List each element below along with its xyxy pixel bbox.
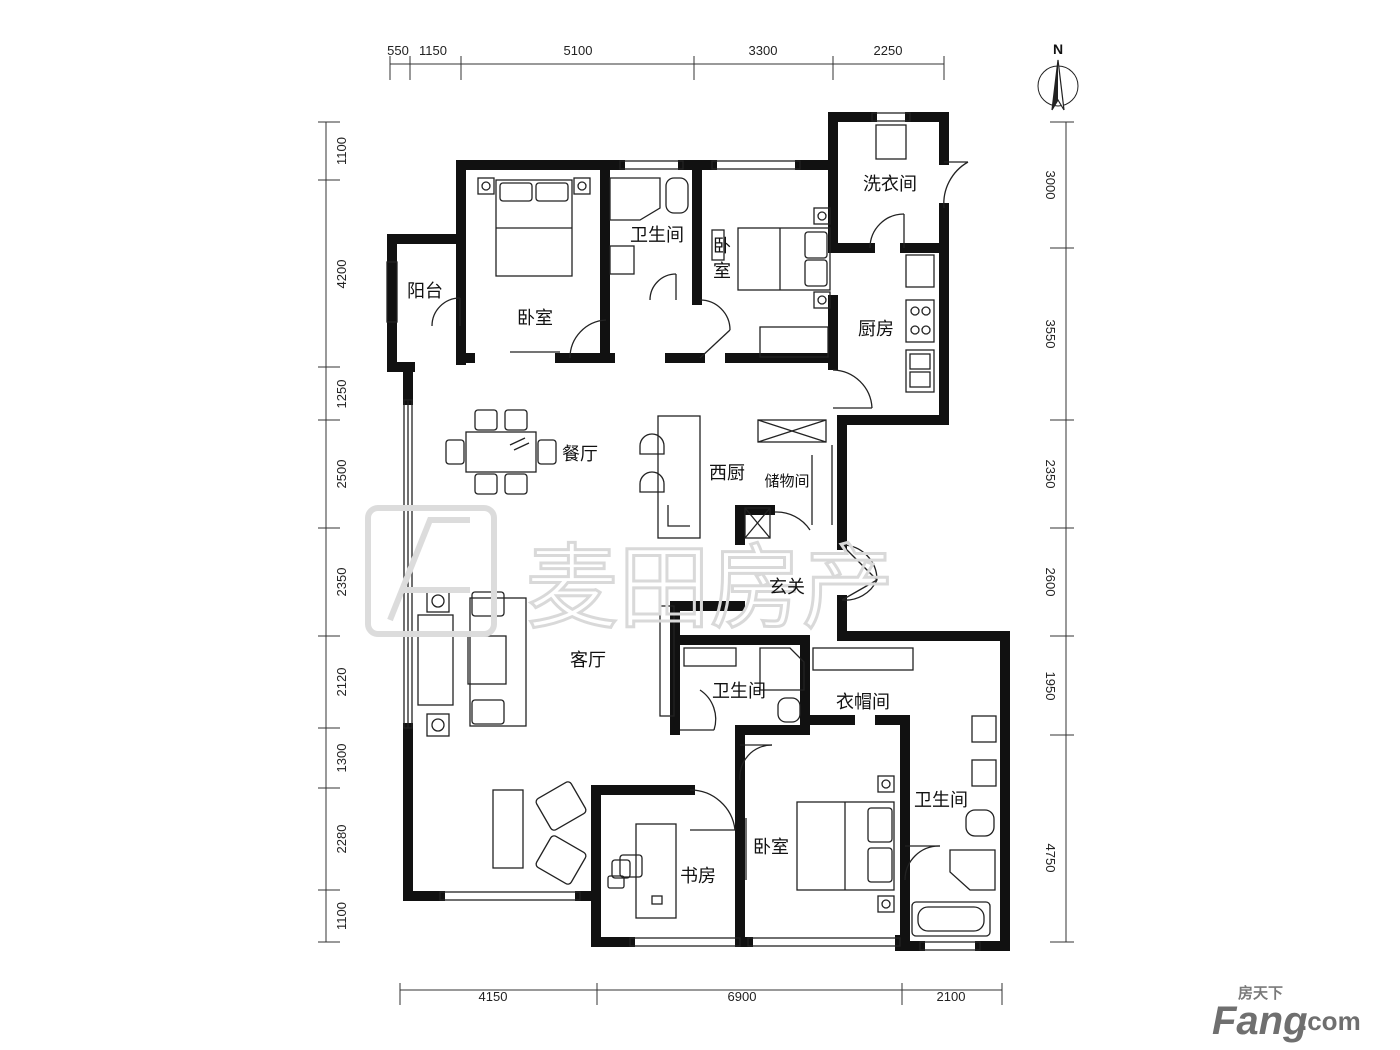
label-bath-se: 卫生间: [914, 790, 968, 811]
watermark: 麦田房产: [365, 505, 896, 644]
fang-logo: 房天下 Fang .com: [1212, 984, 1361, 1043]
label-living: 客厅: [570, 650, 606, 671]
label-western-kitchen: 西厨: [709, 463, 745, 484]
label-bedroom-south: 卧室: [753, 837, 789, 858]
label-laundry: 洗衣间: [863, 174, 917, 195]
logo-en: Fang: [1212, 999, 1308, 1043]
watermark-text: 麦田房产: [526, 535, 894, 642]
label-foyer: 玄关: [769, 577, 805, 598]
dim-left-8: 2280: [334, 825, 349, 854]
dim-top-1: 550: [387, 43, 409, 58]
dim-bottom-1: 4150: [479, 989, 508, 1004]
dim-left-6: 2120: [334, 668, 349, 697]
dim-bottom-3: 2100: [937, 989, 966, 1004]
fixtures-lines: [386, 112, 997, 951]
dim-right-2: 3550: [1043, 320, 1058, 349]
dim-left-4: 2500: [334, 460, 349, 489]
dim-top-5: 2250: [874, 43, 903, 58]
dim-left-7: 1300: [334, 744, 349, 773]
dim-top-4: 3300: [749, 43, 778, 58]
dimension-lines: [318, 56, 1074, 1005]
label-bedroom-ne-1: 卧: [713, 236, 731, 257]
label-bath-north: 卫生间: [630, 225, 684, 246]
label-dining: 餐厅: [562, 444, 598, 465]
dim-right-5: 1950: [1043, 672, 1058, 701]
dim-left-5: 2350: [334, 568, 349, 597]
dim-left-1: 1100: [334, 137, 349, 165]
label-kitchen: 厨房: [858, 319, 894, 340]
dim-right-6: 4750: [1043, 844, 1058, 873]
label-study: 书房: [680, 866, 716, 887]
dim-top-3: 5100: [564, 43, 593, 58]
logo-suffix: .com: [1300, 1006, 1361, 1036]
dim-right-4: 2600: [1043, 568, 1058, 597]
dim-right-3: 2350: [1043, 460, 1058, 489]
label-balcony: 阳台: [407, 281, 443, 302]
dim-top-2: 1150: [419, 43, 447, 58]
north-arrow-icon: N: [1037, 41, 1079, 111]
dim-left-3: 1250: [334, 380, 349, 409]
dim-left-2: 4200: [334, 260, 349, 289]
label-cloakroom: 衣帽间: [836, 692, 890, 713]
label-bath-center: 卫生间: [712, 681, 766, 702]
dim-left-9: 1100: [334, 902, 349, 930]
label-storage: 储物间: [764, 472, 809, 490]
label-bedroom-ne-2: 室: [713, 261, 731, 282]
logo-cn: 房天下: [1238, 984, 1283, 1002]
walls: [387, 112, 1010, 951]
dimension-labels: 550 1150 5100 3300 2250 4150 6900 2100 1…: [334, 43, 1058, 1004]
label-master-bedroom: 卧室: [517, 308, 553, 329]
room-labels: 阳台 卧室 卫生间 卧 室 洗衣间 厨房 餐厅 西厨 储物间 玄关 客厅 卫生间…: [407, 174, 968, 887]
dim-right-1: 3000: [1043, 171, 1058, 200]
dim-bottom-2: 6900: [728, 989, 757, 1004]
north-label: N: [1053, 41, 1063, 57]
